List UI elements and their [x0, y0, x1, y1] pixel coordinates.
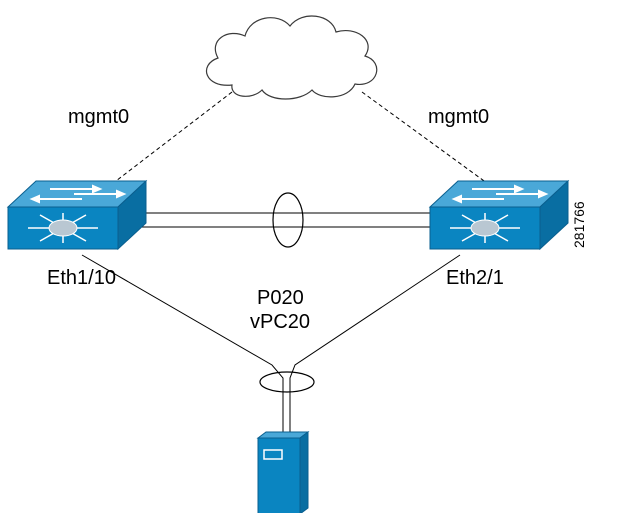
- server: [256, 431, 310, 513]
- link-left-to-server: [81, 254, 284, 432]
- mgmt-link-right: [361, 91, 503, 195]
- peer-link-bundle: [272, 192, 304, 248]
- server-icon: [256, 431, 310, 513]
- mgmt-label-left: mgmt0: [68, 106, 130, 128]
- cloud-icon: [206, 15, 378, 100]
- figure-id: 281766: [571, 201, 587, 248]
- eth-label-left: Eth1/10: [47, 267, 116, 289]
- port-channel-label: P020: [257, 287, 304, 309]
- switch-right: [428, 179, 570, 251]
- vpc-bundle: [259, 371, 315, 393]
- link-right-to-server: [289, 254, 461, 432]
- switch-icon: [428, 179, 570, 251]
- switch-icon: [6, 179, 148, 251]
- vpc-label: vPC20: [250, 311, 311, 333]
- mgmt-label-right: mgmt0: [428, 106, 490, 128]
- eth-label-right: Eth2/1: [446, 267, 504, 289]
- switch-left: [6, 179, 148, 251]
